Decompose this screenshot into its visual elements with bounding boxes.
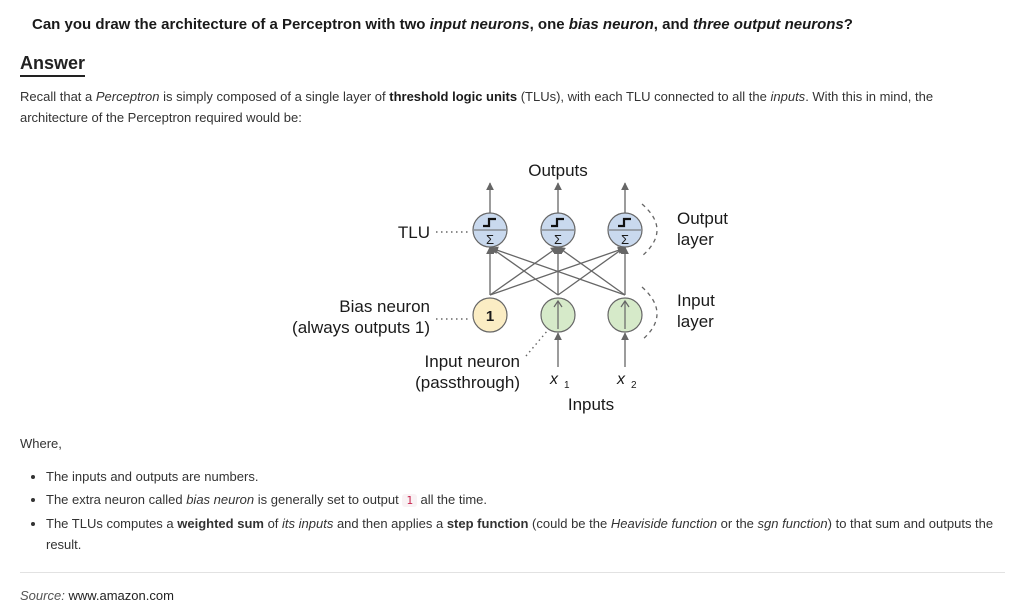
bias-neuron-sublabel: (always outputs 1) — [292, 318, 430, 337]
svg-text:Σ: Σ — [554, 232, 562, 247]
list-item: The inputs and outputs are numbers. — [46, 466, 1016, 487]
answer-heading: Answer — [20, 52, 86, 77]
svg-text:Σ: Σ — [486, 232, 494, 247]
perceptron-diagram: Σ Σ Σ 1 Outputs TLU Bias neuron — [292, 161, 728, 414]
list-item: The extra neuron called bias neuron is g… — [46, 489, 1016, 511]
input-layer-sublabel: layer — [677, 312, 714, 331]
list-item: The TLUs computes a weighted sum of its … — [46, 513, 1016, 555]
where-label: Where, — [20, 436, 62, 451]
intro-paragraph: Recall that a Perceptron is simply compo… — [20, 89, 934, 125]
svg-text:1: 1 — [486, 308, 494, 325]
x1-subscript: 1 — [564, 380, 570, 391]
tlu-neuron-2: Σ — [540, 212, 576, 248]
source-line: Source: www.amazon.com — [20, 588, 174, 603]
output-layer-label: Output — [677, 209, 728, 228]
connection-edges — [486, 246, 629, 296]
source-link[interactable]: www.amazon.com — [68, 588, 174, 603]
bias-neuron: 1 — [472, 297, 508, 333]
input-neuron-2 — [607, 297, 643, 333]
input-neuron-1 — [540, 297, 576, 333]
bias-neuron-label: Bias neuron — [339, 297, 430, 316]
inputs-label: Inputs — [568, 395, 614, 414]
input-neuron-label: Input neuron — [425, 352, 520, 371]
layer-brackets — [641, 203, 658, 341]
x2-label: x — [616, 371, 626, 388]
input-neuron-sublabel: (passthrough) — [415, 373, 520, 392]
output-layer-sublabel: layer — [677, 230, 714, 249]
x2-subscript: 2 — [631, 380, 637, 391]
leader-lines — [436, 231, 549, 357]
tlu-neuron-3: Σ — [607, 212, 643, 248]
tlu-label: TLU — [398, 223, 430, 242]
x1-label: x — [549, 371, 559, 388]
outputs-label: Outputs — [528, 161, 588, 180]
input-layer-label: Input — [677, 291, 715, 310]
output-arrows — [486, 182, 629, 213]
explanation-list: The inputs and outputs are numbers. The … — [26, 466, 1016, 557]
tlu-neuron-1: Σ — [472, 212, 508, 248]
svg-text:Σ: Σ — [621, 232, 629, 247]
inline-code: 1 — [402, 494, 417, 507]
divider — [20, 572, 1005, 573]
question-text: Can you draw the architecture of a Perce… — [32, 16, 853, 33]
source-label: Source: — [20, 588, 65, 603]
input-arrows — [554, 332, 629, 367]
